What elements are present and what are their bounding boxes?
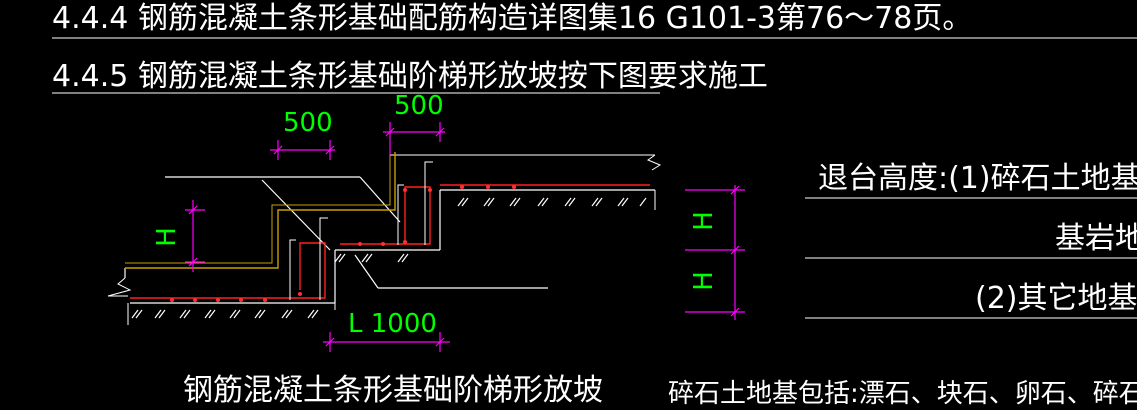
dim-length: L 1000 (348, 309, 437, 339)
note-line-3: (2)其它地基: (975, 281, 1137, 316)
dimension-lines (185, 122, 745, 352)
note-line-1: 退台高度:(1)碎石土地基,其地 (818, 161, 1137, 196)
dim-right-h2: H (689, 271, 719, 291)
dim-top-left: 500 (283, 108, 333, 138)
drawing-caption: 钢筋混凝土条形基础阶梯形放坡 (183, 373, 603, 408)
foundation-section (107, 148, 662, 325)
note-line-2: 基岩地基 (1055, 221, 1137, 256)
dim-top-right: 500 (394, 91, 444, 121)
heading-line-1: 4.4.4 钢筋混凝土条形基础配筋构造详图集16 G101-3第76～78页。 (52, 1, 972, 36)
notes-panel: 退台高度:(1)碎石土地基,其地 基岩地基 (2)其它地基: 碎石土地基包括:漂… (668, 161, 1137, 409)
note-line-4: 碎石土地基包括:漂石、块石、卵石、碎石 (668, 379, 1137, 409)
dim-height: H (152, 227, 182, 247)
dim-right-h1: H (689, 211, 719, 231)
heading-line-2: 4.4.5 钢筋混凝土条形基础阶梯形放坡按下图要求施工 (52, 59, 768, 94)
